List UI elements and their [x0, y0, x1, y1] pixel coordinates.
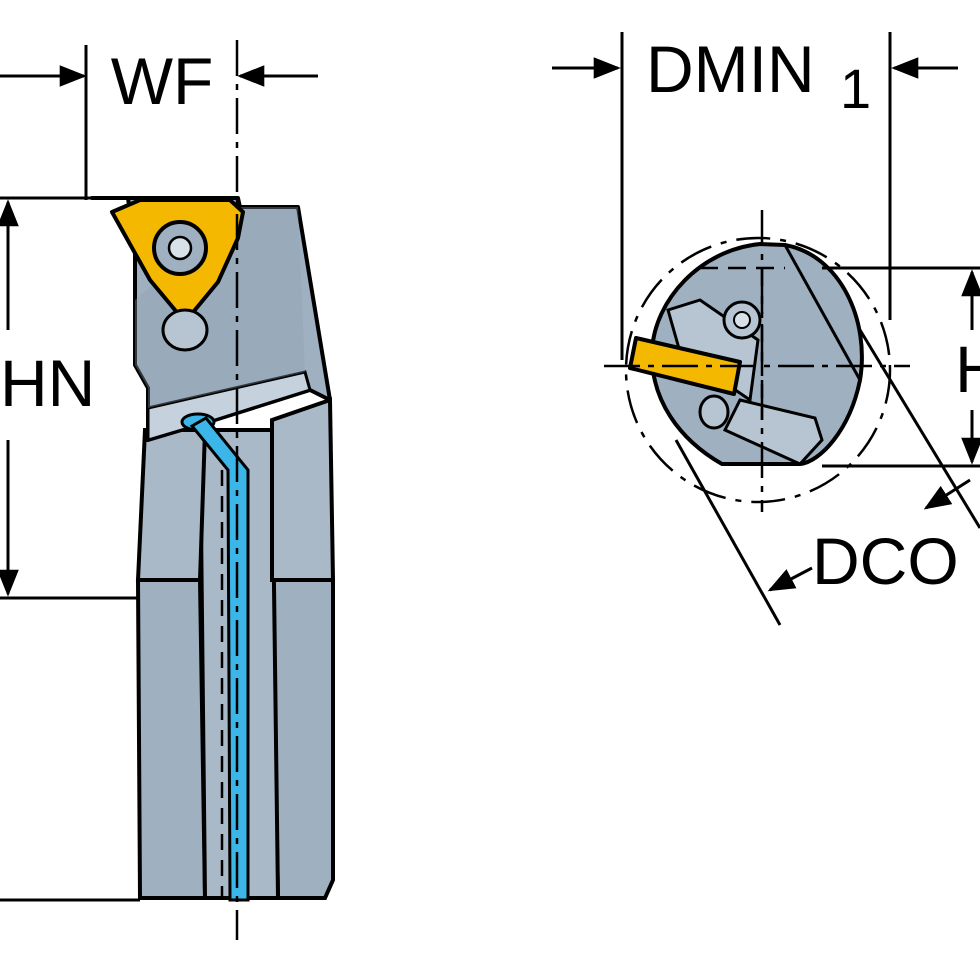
coolant-hole	[698, 394, 730, 430]
h-label: H	[955, 332, 980, 406]
clamp-hole	[161, 308, 209, 352]
tool-shank	[135, 578, 208, 900]
end-view: DMIN 1 H DCO	[552, 32, 980, 626]
dcon-extension-right	[858, 329, 980, 529]
dmin-subscript: 1	[840, 57, 871, 120]
tool-neck-right	[270, 397, 336, 582]
coolant-channel	[189, 416, 250, 902]
min-bore-circle	[624, 236, 892, 504]
tool-neck	[135, 428, 208, 582]
hn-label: HN	[0, 346, 95, 420]
dcon-extension-left	[674, 439, 782, 626]
tool-shank-right	[269, 578, 335, 900]
bar-flat-face	[783, 244, 862, 381]
insert-pocket-wedge	[722, 398, 824, 466]
dmin-label: DMIN	[646, 32, 815, 106]
insert-screw-torx	[167, 235, 193, 261]
dcon-arrow-right	[923, 478, 971, 510]
dcon-label: DCO	[812, 524, 959, 598]
dcon-arrow-left	[767, 566, 813, 592]
wf-label: WF	[111, 44, 214, 118]
head-face-shadow	[135, 207, 305, 408]
side-view: WF HN	[0, 40, 336, 940]
clamp-screw-torx	[733, 311, 751, 329]
